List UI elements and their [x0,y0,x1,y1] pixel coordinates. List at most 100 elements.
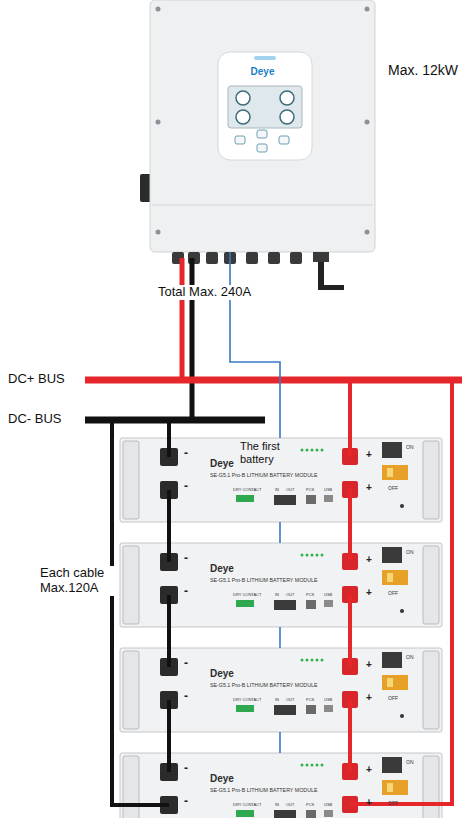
panel-marking: DRY CONTACT [233,803,261,807]
reset-dot [400,609,404,613]
breaker [382,780,408,795]
model-name: SE-G5.1 Pro-B LITHIUM BATTERY MODULE [210,473,317,479]
panel-marking: OFF [388,486,398,492]
panel-marking: IN [275,803,279,807]
panel-button [235,136,245,144]
current-rating: Each cable Max.120A [38,566,114,596]
right-handle [423,651,439,729]
brand-logo: Deye [210,563,234,574]
inverter-positive-cable [180,258,185,380]
left-handle [123,441,139,519]
plug-base [313,252,329,262]
soc-led [306,764,309,767]
inverter-housing [150,0,375,252]
soc-led [301,449,304,452]
panel-marking: USB [324,803,332,807]
panel-marking: USB [324,488,332,492]
negative-return-cable [112,420,169,805]
inverter: Deye [150,0,375,252]
bus-name: DC+ BUS [8,372,65,387]
breaker [382,675,408,690]
brand-logo: Deye [150,66,375,77]
panel-marking: - [184,552,188,565]
negative-link [167,595,171,667]
soc-led [311,449,314,452]
negative-link [167,490,171,562]
brand-logo: Deye [210,458,234,469]
panel-marking: OUT [286,593,294,597]
panel-marking: + [366,764,372,775]
positive-return-cable [350,380,452,804]
soc-led [311,764,314,767]
dry-contact-port [236,600,254,607]
soc-led [311,554,314,557]
soc-led [311,659,314,662]
usb-port [324,705,333,712]
power-switch [382,547,402,563]
dry-contact-port [236,495,254,502]
panel-marking: DRY CONTACT [233,593,261,597]
cable-gland [206,252,218,264]
power-rating: Max. 12kW [388,62,458,78]
panel-marking: PCS [306,593,314,597]
screw [156,230,161,235]
comm-cable [279,522,281,543]
panel-marking: ON [406,445,414,451]
panel-marking: ON [406,655,414,661]
screw [156,7,161,12]
comm-cable [230,252,280,438]
screen-gauge [280,110,294,124]
soc-led [321,659,324,662]
breaker-lever [387,678,393,687]
dc-positive-bus [85,377,462,384]
breaker-lever [387,468,393,477]
right-handle [423,756,439,818]
panel-marking: USB [324,698,332,702]
panel-marking: + [366,449,372,460]
soc-led [321,449,324,452]
rj45-ports [274,495,296,505]
pcs-port [306,810,316,818]
usb-port [324,810,333,817]
panel-button [279,136,289,144]
panel-marking: + [366,587,372,598]
panel-marking: + [366,482,372,493]
rj45-ports [274,810,296,818]
left-handle [123,756,139,818]
model-name: SE-G5.1 Pro-B LITHIUM BATTERY MODULE [210,578,317,584]
screw [365,230,370,235]
cable-gland [290,252,302,264]
power-switch [382,442,402,458]
positive-link [348,699,352,771]
right-handle [423,441,439,519]
panel-marking: OFF [388,696,398,702]
panel-marking: OFF [388,801,398,807]
rj45-ports [274,705,296,715]
screw [156,120,161,125]
battery-module: DeyeSE-G5.1 Pro-B LITHIUM BATTERY MODULE… [120,543,442,627]
dry-contact-port [236,705,254,712]
soc-led [316,449,319,452]
breaker [382,570,408,585]
panel-marking: + [366,692,372,703]
panel-marking: DRY CONTACT [233,488,261,492]
brand-logo: Deye [210,668,234,679]
soc-led [321,764,324,767]
panel-marking: - [184,480,188,493]
breaker-lever [387,783,393,792]
plug-cable [322,285,344,290]
panel-marking: PCS [306,803,314,807]
screw [365,120,370,125]
battery-note: The first battery [240,440,295,465]
screen-gauge [236,91,250,105]
soc-led [306,659,309,662]
panel-marking: OUT [286,803,294,807]
reset-dot [400,504,404,508]
panel-marking: USB [324,593,332,597]
inverter-negative-cable [190,258,195,420]
panel-marking: - [184,585,188,598]
panel-marking: PCS [306,698,314,702]
panel-marking: - [184,795,188,808]
left-handle [123,546,139,624]
rj45-ports [274,600,296,610]
